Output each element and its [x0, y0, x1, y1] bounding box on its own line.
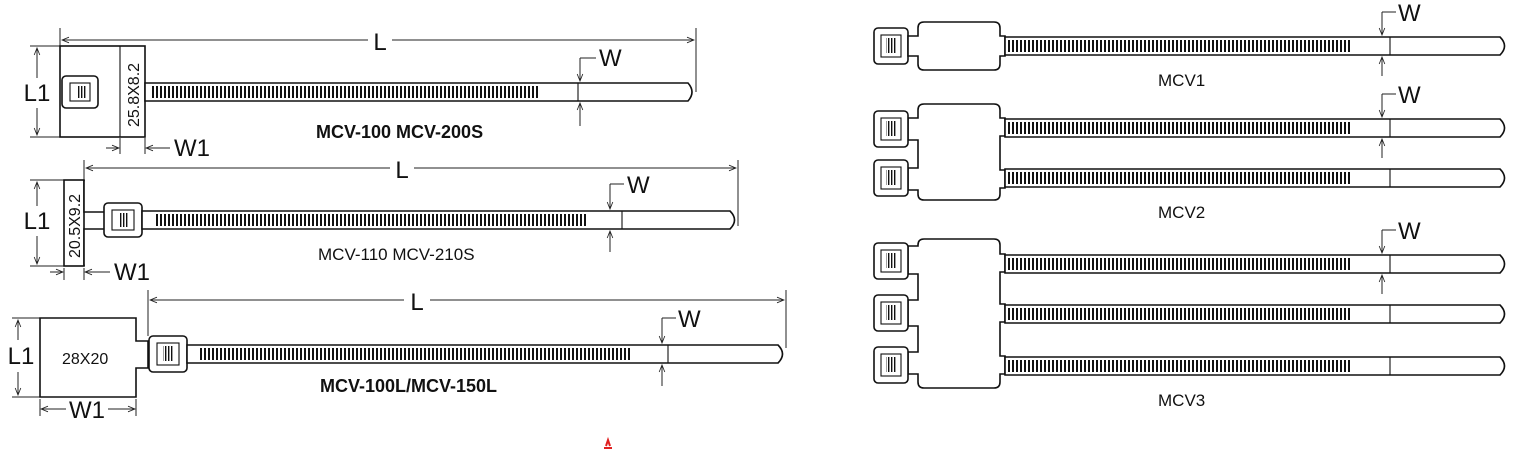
strap-teeth — [1008, 122, 1352, 134]
dim-label-w: W — [678, 306, 701, 333]
dim-label-l: L — [410, 289, 423, 316]
tie-label-plate — [63, 179, 85, 267]
strap-teeth — [156, 214, 586, 226]
strap-teeth — [200, 348, 632, 360]
dim-label-l1: L1 — [24, 80, 51, 107]
dim-label-w1: W1 — [174, 135, 210, 162]
strap-teeth — [1008, 308, 1352, 320]
dim-label-l: L — [373, 29, 386, 56]
tie-label-plate — [907, 238, 1006, 389]
dim-label-l1: L1 — [8, 343, 35, 370]
tie-mcv-100l: L L1 28X20 W W1 MCV-100L/MCV-150L — [8, 289, 787, 424]
dim-label-l1: L1 — [24, 208, 51, 235]
tie-mcv3: W MCV3 — [873, 218, 1506, 410]
tie-caption: MCV2 — [1158, 203, 1205, 222]
tie-label-plate — [907, 21, 1006, 71]
tie-caption: MCV-100L/MCV-150L — [320, 376, 497, 396]
strap-teeth — [152, 86, 540, 98]
tie-label-plate — [39, 317, 149, 398]
tie-mcv2: W MCV2 — [873, 82, 1506, 222]
red-mark — [604, 436, 612, 449]
strap-teeth — [1008, 40, 1352, 52]
label-size: 25.8X8.2 — [126, 63, 143, 127]
tie-mcv1: W MCV1 — [873, 0, 1506, 90]
dim-label-w: W — [627, 172, 650, 199]
tie-mcv-100: L L1 25.8X8.2 W W1 MCV-100 MCV-200S — [24, 28, 697, 162]
strap-teeth — [1008, 172, 1352, 184]
label-size: 28X20 — [62, 351, 108, 368]
dim-label-w: W — [1398, 218, 1421, 245]
strap-teeth — [1008, 360, 1352, 372]
tie-caption: MCV-100 MCV-200S — [316, 122, 483, 142]
label-size: 20.5X9.2 — [67, 194, 84, 258]
tie-mcv-110: L L1 20.5X9.2 W W1 MCV-110 MCV-210S — [24, 157, 739, 286]
tie-caption: MCV3 — [1158, 391, 1205, 410]
tie-caption: MCV-110 MCV-210S — [318, 245, 475, 264]
strap-teeth — [1008, 258, 1352, 270]
dim-label-w: W — [599, 45, 622, 72]
dim-label-w: W — [1398, 0, 1421, 27]
tie-label-plate — [907, 103, 1006, 201]
dim-label-w1: W1 — [114, 259, 150, 286]
dim-label-l: L — [395, 157, 408, 184]
dim-label-w: W — [1398, 82, 1421, 109]
tie-caption: MCV1 — [1158, 71, 1205, 90]
dim-label-w1: W1 — [69, 397, 105, 424]
